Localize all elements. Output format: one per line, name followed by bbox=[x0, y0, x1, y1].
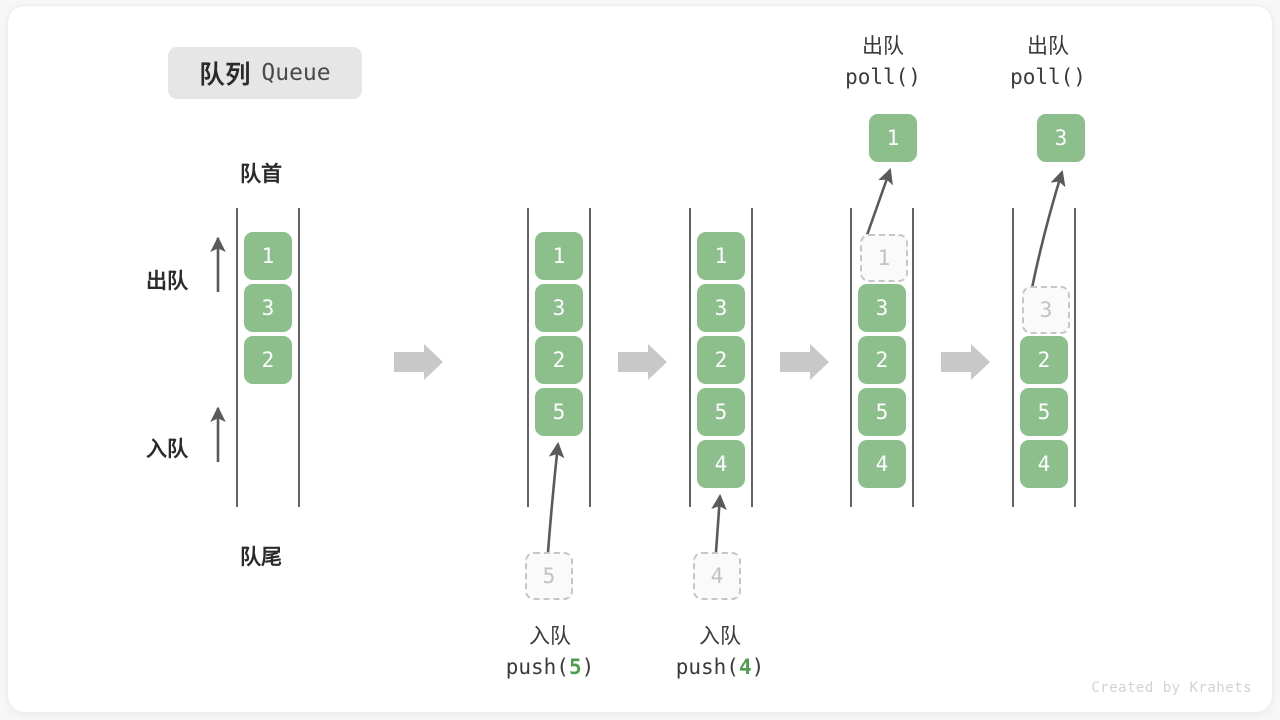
push-arrow-5 bbox=[546, 441, 565, 553]
queue-cell: 5 bbox=[535, 388, 583, 436]
queue-cell: 2 bbox=[1020, 336, 1068, 384]
rails-state-after-push-4 bbox=[689, 208, 753, 507]
queue-cell: 2 bbox=[535, 336, 583, 384]
queue-cell: 3 bbox=[535, 284, 583, 332]
label-enqueue-direction: 入队 bbox=[146, 438, 188, 461]
step-arrow-3 bbox=[780, 344, 829, 380]
queue-cell: 4 bbox=[1020, 440, 1068, 488]
rails-state-after-poll-1 bbox=[850, 208, 914, 507]
op-label-cn: 出队 bbox=[862, 35, 904, 58]
op-label-push-5: 入队 push(5) bbox=[440, 620, 660, 679]
step-arrow-1 bbox=[394, 344, 443, 380]
queue-cell: 5 bbox=[1020, 388, 1068, 436]
rails-state-after-push-5 bbox=[527, 208, 591, 507]
queue-cell: 5 bbox=[697, 388, 745, 436]
title-badge: 队列 Queue bbox=[168, 47, 362, 99]
op-label-poll-3: 出队 poll() bbox=[958, 30, 1138, 89]
poll-result-cell: 3 bbox=[1037, 114, 1085, 162]
label-queue-head: 队首 bbox=[240, 163, 282, 186]
ghost-cell-push: 5 bbox=[525, 552, 573, 600]
ghost-cell-poll: 1 bbox=[860, 234, 908, 282]
queue-cell: 2 bbox=[858, 336, 906, 384]
queue-cell: 1 bbox=[244, 232, 292, 280]
queue-cell: 4 bbox=[697, 440, 745, 488]
queue-cell: 2 bbox=[697, 336, 745, 384]
queue-cell: 3 bbox=[244, 284, 292, 332]
title-en: Queue bbox=[261, 60, 331, 86]
step-arrow-2 bbox=[618, 344, 667, 380]
op-label-cn: 入队 bbox=[699, 625, 741, 648]
queue-cell: 2 bbox=[244, 336, 292, 384]
push-arrow-4 bbox=[711, 493, 727, 553]
rails-state-after-poll-3 bbox=[1012, 208, 1076, 507]
op-label-code: poll() bbox=[1010, 65, 1086, 89]
op-label-code: poll() bbox=[845, 65, 921, 89]
queue-cell: 4 bbox=[858, 440, 906, 488]
ghost-cell-push: 4 bbox=[693, 552, 741, 600]
queue-cell: 3 bbox=[858, 284, 906, 332]
label-queue-tail: 队尾 bbox=[240, 546, 282, 569]
op-label-code: push(4) bbox=[675, 655, 765, 679]
poll-arrow-1 bbox=[864, 168, 893, 239]
op-label-poll-1: 出队 poll() bbox=[793, 30, 973, 89]
op-label-code: push(5) bbox=[505, 655, 595, 679]
title-cn: 队列 bbox=[199, 61, 252, 89]
queue-cell: 1 bbox=[535, 232, 583, 280]
label-dequeue-direction: 出队 bbox=[146, 270, 188, 293]
op-label-push-4: 入队 push(4) bbox=[610, 620, 830, 679]
op-label-cn: 出队 bbox=[1027, 35, 1069, 58]
poll-result-cell: 1 bbox=[869, 114, 917, 162]
poll-arrow-3 bbox=[1030, 170, 1066, 289]
ghost-cell-poll: 3 bbox=[1022, 286, 1070, 334]
watermark-credit: Created by Krahets bbox=[1091, 680, 1252, 696]
queue-cell: 5 bbox=[858, 388, 906, 436]
rails-state-initial bbox=[236, 208, 300, 507]
op-label-cn: 入队 bbox=[529, 625, 571, 648]
step-arrow-4 bbox=[941, 344, 990, 380]
queue-cell: 3 bbox=[697, 284, 745, 332]
queue-cell: 1 bbox=[697, 232, 745, 280]
